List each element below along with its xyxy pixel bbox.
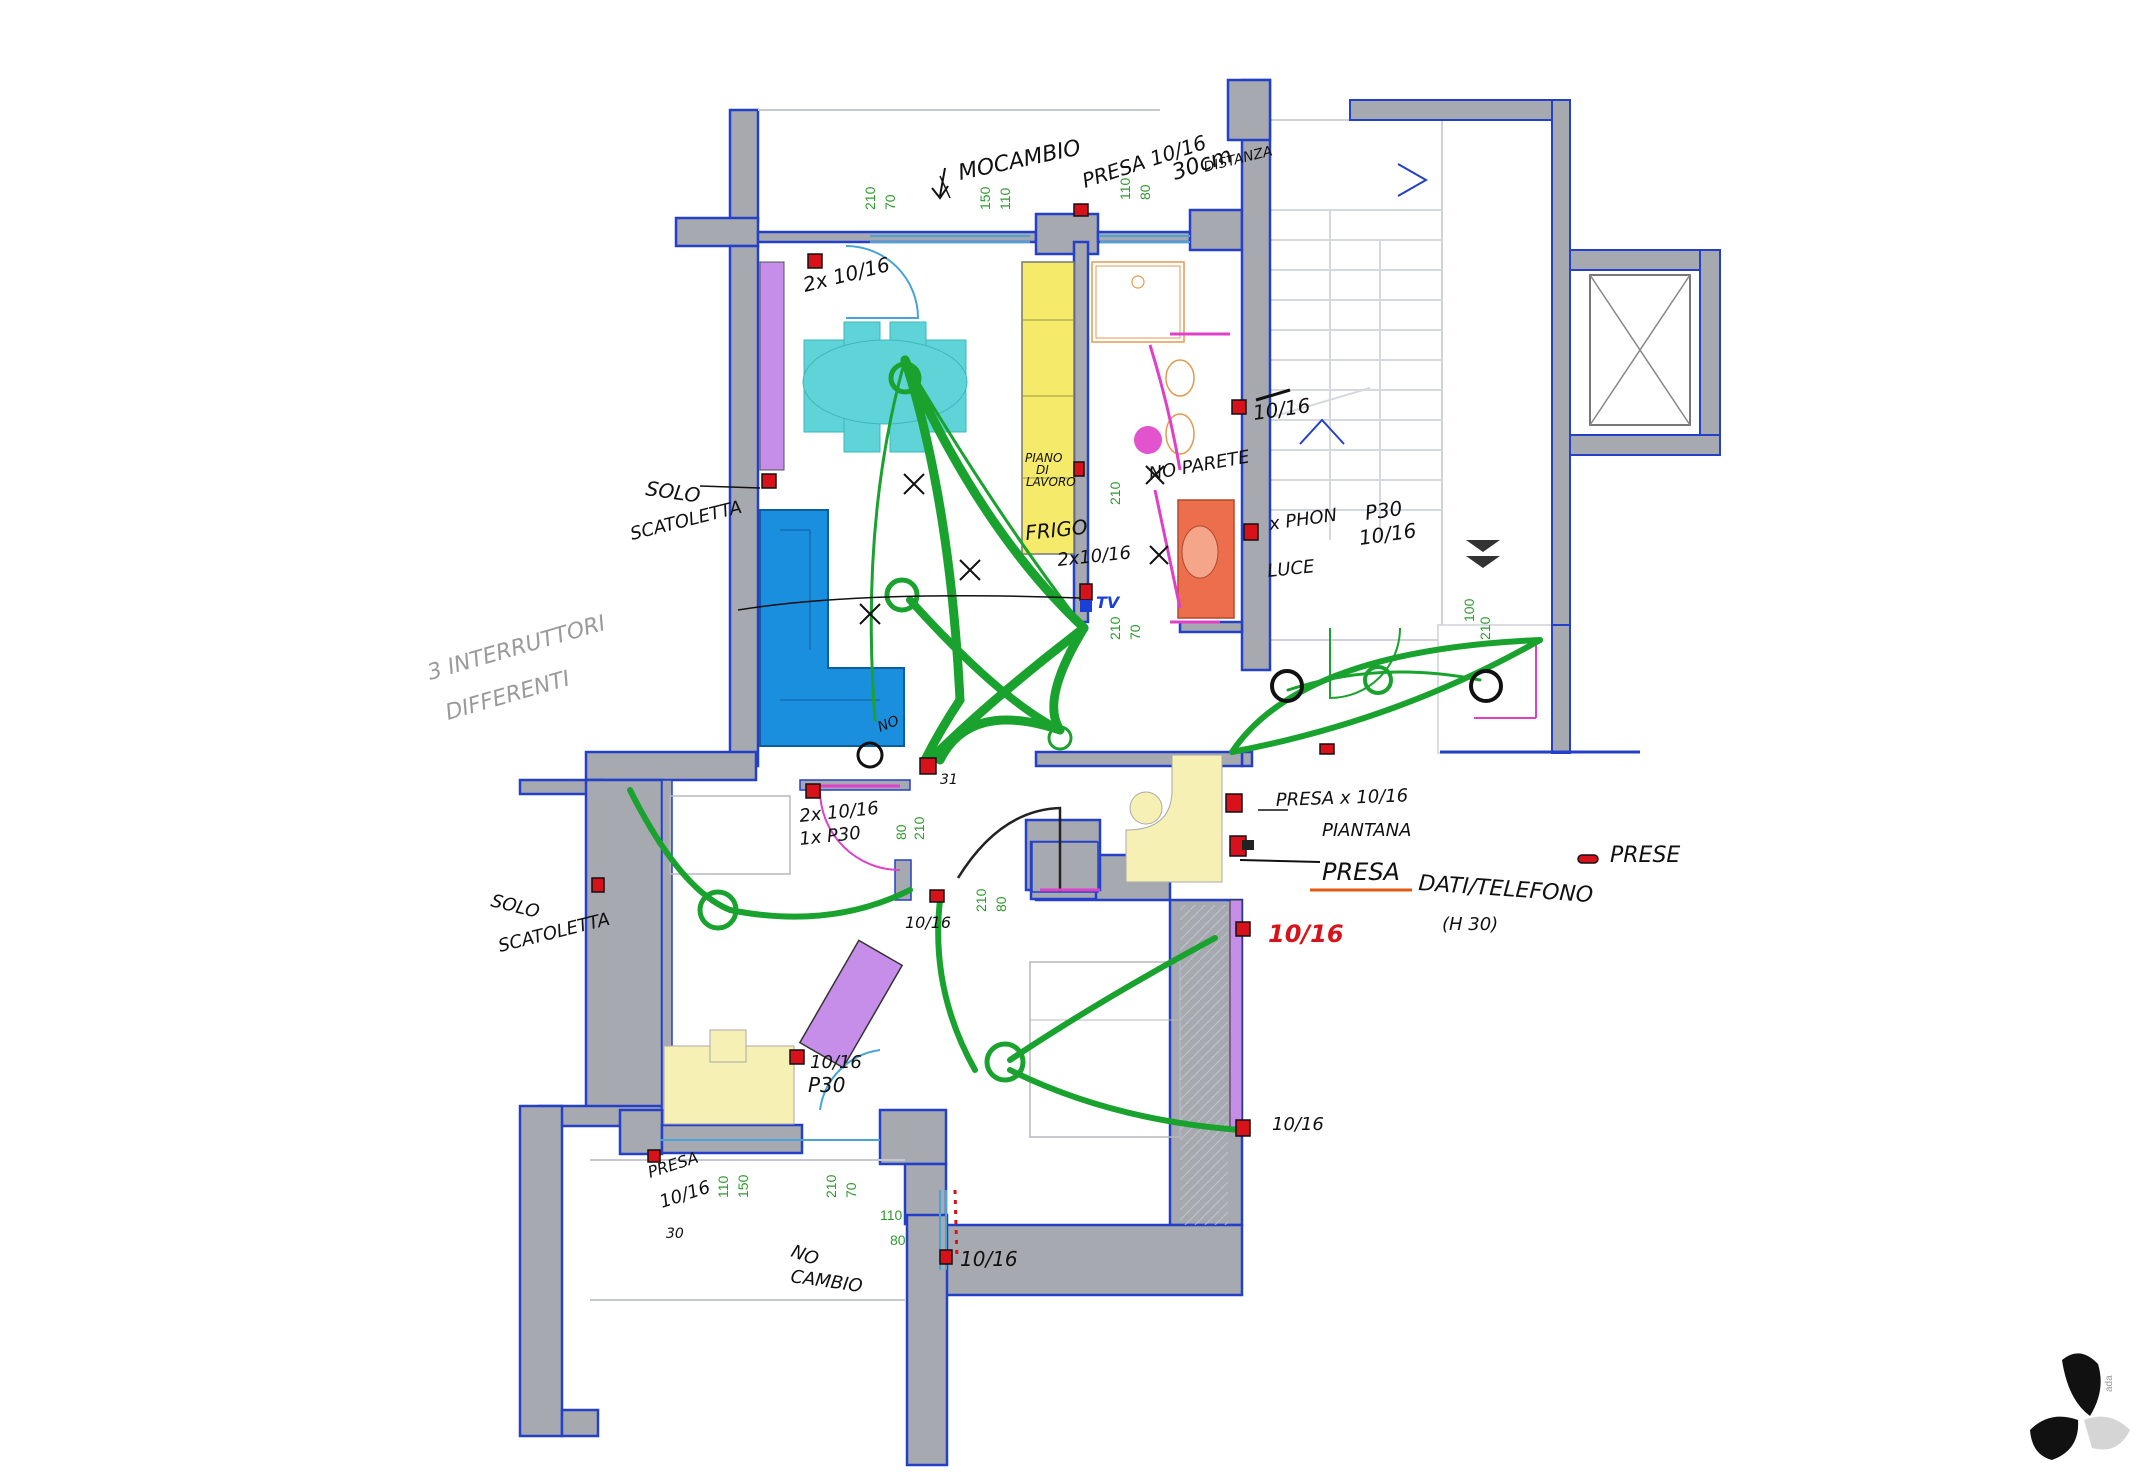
note-no-parete: NO PARETE: [1147, 446, 1252, 484]
dining-table: [802, 321, 968, 453]
dim-210-kitchen: 210: [1107, 616, 1123, 640]
toilet: [1165, 413, 1195, 455]
dim-70-top: 70: [882, 194, 898, 210]
sockets: [591, 203, 1599, 1265]
note-1016-door: 10/16: [905, 913, 951, 932]
note-presa-bottom-3: 30: [666, 1226, 684, 1242]
light-points: [697, 361, 1503, 1083]
note-3-interruttori-1: 3 INTERRUTTORI: [425, 611, 609, 686]
note-mocambio: MOCAMBIO: [956, 136, 1083, 186]
annotations: MOCAMBIO PRESA 10/16 30cm DISTANZA 2x 10…: [425, 130, 1681, 1297]
note-p30-desk: P30: [808, 1073, 846, 1097]
dim-100-entry: 100: [1461, 598, 1477, 622]
note-presa-piantana-1: PRESA x 10/16: [1275, 785, 1408, 811]
wardrobe-mid: [798, 939, 904, 1069]
entry-cabinet: [1125, 754, 1223, 883]
note-1016-red: 10/16: [1268, 920, 1344, 948]
dim-210-entry: 210: [1477, 616, 1493, 640]
bed-small: [669, 795, 791, 875]
ada-logo: ada: [2030, 1353, 2130, 1460]
note-no-small: NO: [876, 713, 902, 736]
bidet: [1165, 359, 1195, 397]
dimensions: 210 70 150 110 110 80 210 210 70 100 210…: [715, 177, 1493, 1248]
furniture: [663, 261, 1243, 1225]
dim-150-bottom: 150: [735, 1174, 751, 1198]
crossed-points: [859, 465, 1169, 625]
dim-110-window: 110: [880, 1207, 903, 1223]
dim-80-bed: 80: [993, 896, 1009, 912]
dim-110-bath: 110: [1117, 177, 1133, 200]
balconies: [590, 109, 1160, 1301]
note-pin-31: 31: [940, 772, 958, 788]
note-p30-phon: P30: [1363, 496, 1403, 525]
dim-110-top: 110: [997, 187, 1013, 210]
dim-110-bottom: 110: [715, 1175, 731, 1198]
dim-70-bottom: 70: [843, 1182, 859, 1198]
note-presa-piantana-2: PIANTANA: [1322, 820, 1411, 841]
note-1016-bottom: 10/16: [960, 1247, 1018, 1271]
leader-lines: [699, 175, 1288, 811]
data-socket-leader: [1239, 859, 1321, 863]
shower: [1091, 261, 1185, 343]
dim-210-bath: 210: [1107, 481, 1123, 505]
note-1016-bed: 10/16: [1272, 1114, 1324, 1135]
note-dati-telefono: DATI/TELEFONO: [1418, 871, 1594, 908]
doors: [816, 245, 1537, 1261]
dim-210-top: 210: [862, 186, 878, 210]
dim-70-kitchen: 70: [1127, 624, 1143, 640]
stairwell: [1259, 99, 1721, 754]
note-2x1016-left: 2x 10/16: [798, 798, 879, 827]
sofa: [759, 509, 905, 747]
logo-text: ada: [2104, 1375, 2115, 1392]
dim-80-window: 80: [890, 1232, 906, 1248]
note-h30: (H 30): [1442, 914, 1498, 935]
note-no-cambio-2: CAMBIO: [789, 1266, 863, 1297]
wardrobe-top: [759, 261, 785, 471]
note-presa-bottom-2: 10/16: [657, 1177, 713, 1213]
note-1x-p30: 1x P30: [798, 823, 861, 850]
tv-socket: [1080, 600, 1092, 612]
kitchen-counter: [1021, 261, 1075, 555]
note-luce: LUCE: [1266, 556, 1316, 582]
note-solo-1: SOLO: [644, 476, 702, 507]
electrical-wiring: [627, 355, 1543, 1133]
dim-210-bed: 210: [973, 888, 989, 912]
note-piano-1: PIANO: [1025, 451, 1062, 465]
dim-210-study: 210: [911, 816, 927, 840]
note-piano-2: DI: [1036, 463, 1049, 477]
note-tv: TV: [1096, 593, 1121, 612]
dim-210-bottom: 210: [823, 1174, 839, 1198]
note-solo-2: SOLO: [489, 890, 542, 922]
dim-80-study: 80: [893, 824, 909, 840]
double-bed: [1029, 961, 1181, 1138]
dim-80-bath: 80: [1137, 184, 1153, 200]
data-socket: [1242, 840, 1254, 850]
bath-light-highlight: [1134, 426, 1162, 454]
legend-prese: PRESE: [1610, 843, 1680, 868]
note-presa-dati: PRESA: [1322, 858, 1400, 886]
note-piano-3: LAVORO: [1026, 475, 1076, 489]
note-1016-desk: 10/16: [810, 1052, 862, 1073]
dim-150-top: 150: [977, 186, 993, 210]
